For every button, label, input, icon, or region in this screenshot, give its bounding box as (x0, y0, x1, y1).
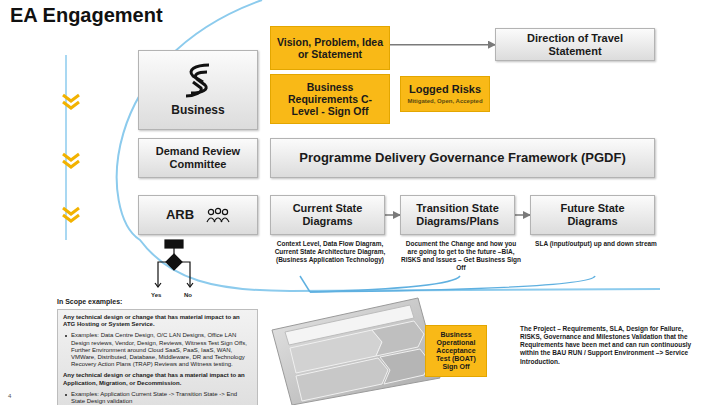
box-text: Direction of Travel Statement (500, 32, 650, 57)
column-note: Context Level, Data Flow Diagram, Curren… (268, 240, 392, 264)
arb-row: ARB (166, 207, 230, 223)
vision-box: Vision, Problem, Idea or Statement (270, 26, 390, 70)
scope-bullet: Examples: Application Current State -> T… (63, 391, 252, 405)
scope-heading: In Scope examples: (57, 298, 258, 306)
box-text: Programme Delivery Governance Framework … (299, 151, 626, 166)
down-chevrons (63, 95, 79, 221)
flow-arrow (390, 44, 495, 46)
flow-arrow (385, 214, 400, 216)
box-text: Future State Diagrams (535, 202, 650, 227)
box-text: Current State Diagrams (275, 202, 380, 227)
branch-label: No (184, 292, 200, 300)
bracket-lines (300, 276, 595, 292)
scope-panel: In Scope examples: Any technical design o… (57, 298, 258, 405)
branch-label: Yes (151, 292, 171, 300)
project-note: The Project – Requirements, SLA, Design … (520, 325, 692, 366)
box-text: Business Operational Acceptance Test (BO… (430, 331, 482, 371)
box-text: Business Requirements C-Level - Sign Off (275, 81, 385, 117)
box-text: Business (171, 104, 224, 118)
scope-example: Examples: Application Current State -> T… (71, 391, 252, 405)
scope-statement: Any technical design or change that has … (63, 314, 252, 328)
page-title: EA Engagement (10, 4, 163, 27)
people-icon (206, 207, 230, 223)
direction-box: Direction of Travel Statement (495, 28, 655, 61)
box-subtext: Mitigated, Open, Accepted (407, 98, 482, 105)
requirements-box: Business Requirements C-Level - Sign Off (270, 74, 390, 124)
box-text: Vision, Problem, Idea or Statement (275, 36, 385, 60)
current-state-box: Current State Diagrams (270, 195, 385, 235)
scope-body: Any technical design or change that has … (57, 309, 258, 405)
flow-arrow (515, 214, 530, 216)
bullet-dot (65, 335, 67, 337)
business-box: Business (138, 50, 258, 130)
future-state-box: Future State Diagrams (530, 195, 655, 235)
scope-example: Examples: Data Centre Design, O/C LAN De… (71, 332, 252, 368)
box-text: Transition State Diagrams/Plans (405, 202, 510, 227)
box-text: ARB (166, 208, 194, 223)
project-lifecycle-illustration (272, 298, 440, 405)
bullet-dot (65, 394, 67, 396)
scope-statement: Any technical design or change that has … (63, 372, 252, 386)
framework-box: Programme Delivery Governance Framework … (270, 138, 655, 178)
column-note: Document the Change and how you are goin… (400, 240, 522, 273)
flowchart-icon (155, 240, 193, 287)
committee-box: Demand Review Committee (138, 138, 258, 178)
column-note: SLA (input/output) up and down stream (535, 240, 657, 248)
page-number: 4 (8, 393, 28, 401)
engagement-arc (117, 0, 660, 291)
boat-box: Business Operational Acceptance Test (BO… (425, 325, 487, 377)
transition-state-box: Transition State Diagrams/Plans (400, 195, 515, 235)
risks-box: Logged RisksMitigated, Open, Accepted (400, 76, 490, 112)
box-heading: Logged Risks (409, 83, 481, 96)
scope-bullet: Examples: Data Centre Design, O/C LAN De… (63, 332, 252, 368)
company-logo (181, 62, 215, 98)
arb-box: ARB (138, 195, 258, 235)
box-text: Demand Review Committee (143, 145, 253, 170)
